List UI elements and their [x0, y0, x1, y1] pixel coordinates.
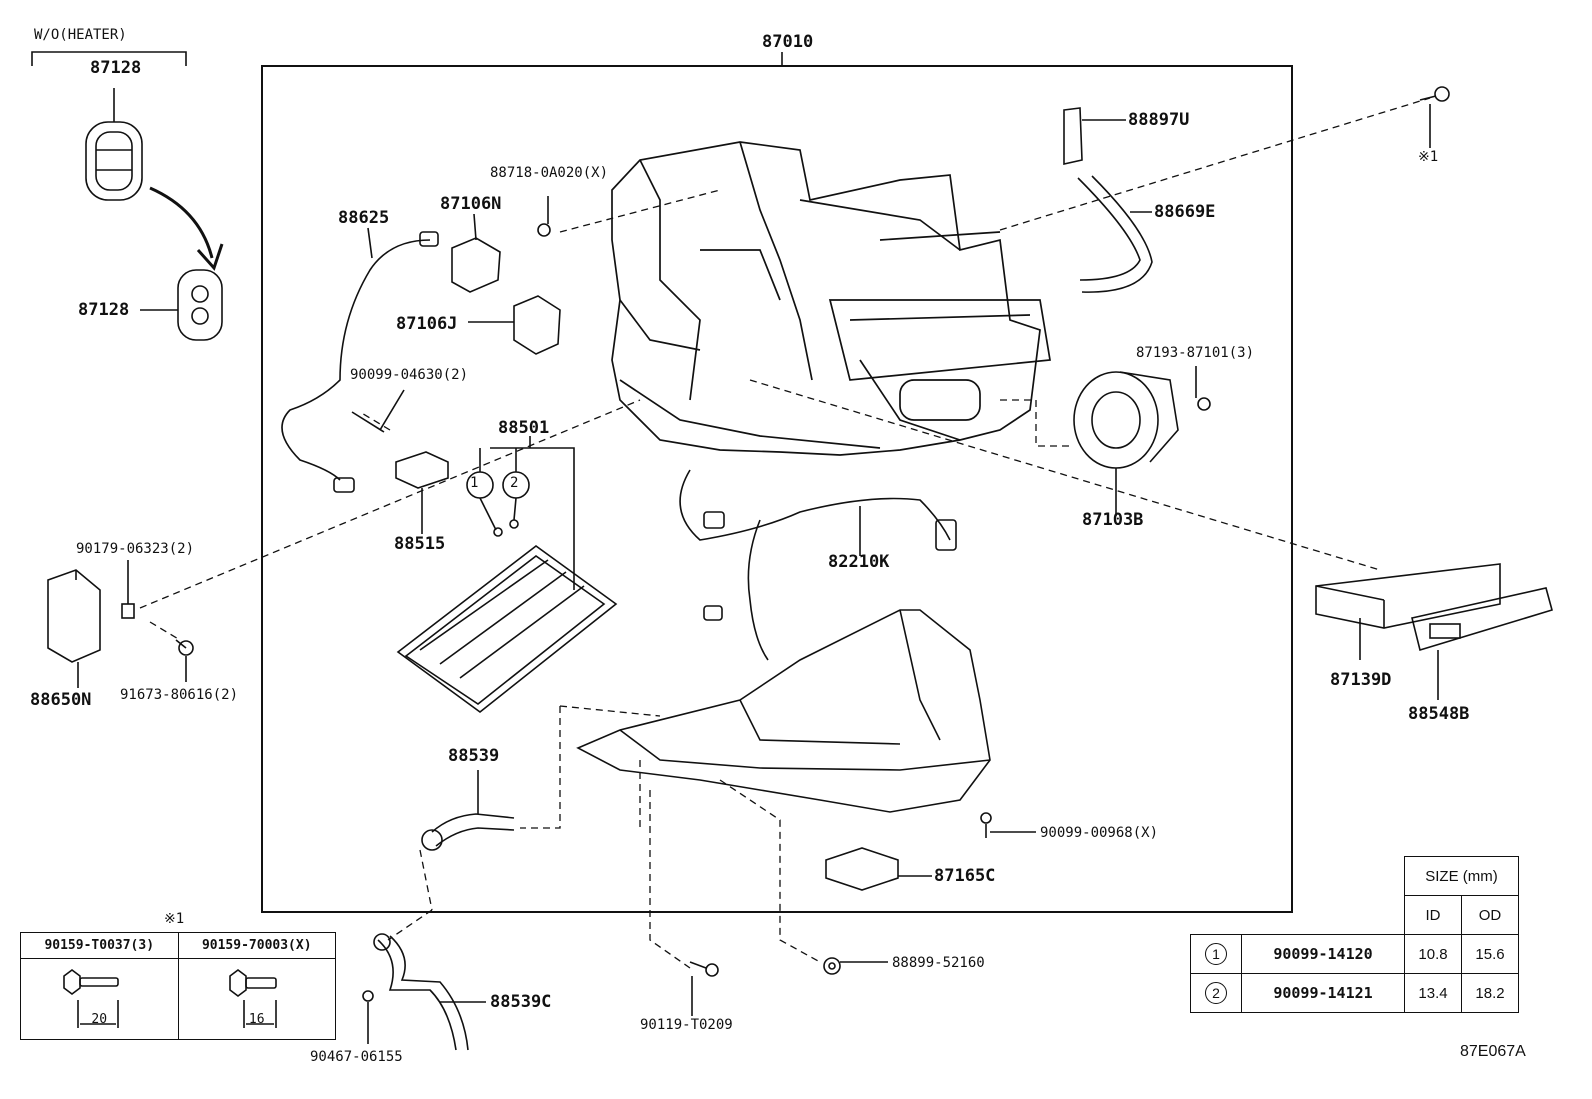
- size-row-1-id: 10.8: [1404, 934, 1462, 974]
- nut-88899-icon: [823, 957, 888, 975]
- label-88625[interactable]: 88625: [338, 208, 390, 228]
- label-91673[interactable]: 91673-80616(2): [120, 687, 239, 703]
- label-88539[interactable]: 88539: [448, 746, 500, 766]
- fastener-table: 90159-T0037(3) 90159-70003(X) 20 16: [20, 932, 336, 1040]
- size-row-2-od: 18.2: [1461, 973, 1519, 1013]
- fitting-88897U-icon: [1063, 107, 1126, 165]
- resistor-87165C-icon: [825, 847, 932, 891]
- circle-ref-1: 1: [470, 475, 479, 491]
- size-row-2-part[interactable]: 90099-14121: [1241, 973, 1405, 1013]
- label-88539C[interactable]: 88539C: [490, 992, 552, 1012]
- label-90119[interactable]: 90119-T0209: [640, 1017, 733, 1033]
- fastener-part-2: 90159-70003(X): [177, 932, 336, 959]
- label-87103B[interactable]: 87103B: [1082, 510, 1144, 530]
- fastener-note-mark: ※1: [164, 911, 185, 927]
- ecu-88650N-icon: [47, 560, 194, 688]
- note-mark-top: ※1: [1418, 149, 1439, 165]
- label-87193[interactable]: 87193-87101(3): [1136, 345, 1255, 361]
- size-table-title: SIZE (mm): [1404, 856, 1519, 896]
- cover-87128-top-icon: [85, 88, 143, 201]
- label-87106J[interactable]: 87106J: [396, 314, 458, 334]
- size-row-2-ref: 2: [1205, 982, 1227, 1004]
- size-row-1-od: 15.6: [1461, 934, 1519, 974]
- fastener-length-1: 20: [91, 1012, 108, 1027]
- hvac-housing-87010-icon: [611, 141, 1051, 456]
- screw-90099-00968-icon: [980, 812, 1036, 838]
- size-header-id: ID: [1404, 895, 1462, 935]
- label-88548B[interactable]: 88548B: [1408, 704, 1470, 724]
- assembly-frame: [261, 65, 1293, 913]
- label-88669E[interactable]: 88669E: [1154, 202, 1216, 222]
- label-88501[interactable]: 88501: [498, 418, 550, 438]
- label-88899[interactable]: 88899-52160: [892, 955, 985, 971]
- screw-88718-icon: [537, 196, 551, 237]
- actuator-87106N-icon: [451, 213, 501, 293]
- label-90467[interactable]: 90467-06155: [310, 1049, 403, 1065]
- cover-87128-bottom-icon: [140, 269, 223, 341]
- blower-87103B-icon: [1073, 366, 1211, 516]
- label-88897U[interactable]: 88897U: [1128, 110, 1190, 130]
- label-90099-04630[interactable]: 90099-04630(2): [350, 367, 469, 383]
- hose-88669E-icon: [1077, 175, 1153, 293]
- label-90099-00968[interactable]: 90099-00968(X): [1040, 825, 1159, 841]
- cover-88548B-icon: [1411, 587, 1553, 700]
- label-88650N[interactable]: 88650N: [30, 690, 92, 710]
- sensor-88625-icon: [281, 227, 439, 493]
- screw-note1-icon: [1419, 86, 1450, 148]
- assembly-number: 87010: [762, 32, 814, 52]
- size-table: SIZE (mm) ID OD 1 90099-14120 10.8 15.6 …: [1190, 856, 1519, 1013]
- label-88718[interactable]: 88718-0A020(X): [490, 165, 609, 181]
- label-87139D[interactable]: 87139D: [1330, 670, 1392, 690]
- label-87128-bottom[interactable]: 87128: [78, 300, 130, 320]
- size-row-1-ref: 1: [1205, 943, 1227, 965]
- pipe-88539C-icon: [362, 933, 486, 1051]
- pipe-88539-icon: [421, 770, 515, 851]
- label-88515[interactable]: 88515: [394, 534, 446, 554]
- label-87106N[interactable]: 87106N: [440, 194, 502, 214]
- wo-heater-bracket: [31, 51, 187, 66]
- diagram-code: 87E067A: [1460, 1043, 1526, 1060]
- size-header-od: OD: [1461, 895, 1519, 935]
- size-row-1-part[interactable]: 90099-14120: [1241, 934, 1405, 974]
- screw-90119-icon: [689, 961, 719, 1016]
- replacement-arrow-icon: [149, 186, 224, 271]
- harness-82210K-icon: [679, 469, 957, 661]
- circle-ref-2: 2: [510, 475, 519, 491]
- label-87128-top[interactable]: 87128: [90, 58, 142, 78]
- label-82210K[interactable]: 82210K: [828, 552, 890, 572]
- dashed-leaders: [139, 97, 1431, 969]
- valve-88515-icon: [351, 389, 449, 534]
- evaporator-88501-icon: [396, 436, 618, 714]
- filter-87139D-icon: [1315, 563, 1501, 660]
- size-row-2-id: 13.4: [1404, 973, 1462, 1013]
- fastener-part-1: 90159-T0037(3): [20, 932, 179, 959]
- actuator-87106J-icon: [468, 295, 561, 355]
- label-87165C[interactable]: 87165C: [934, 866, 996, 886]
- wo-heater-label: W/O(HEATER): [34, 27, 127, 43]
- lower-duct-icon: [576, 609, 991, 813]
- label-90179[interactable]: 90179-06323(2): [76, 541, 195, 557]
- fastener-length-2: 16: [248, 1012, 265, 1027]
